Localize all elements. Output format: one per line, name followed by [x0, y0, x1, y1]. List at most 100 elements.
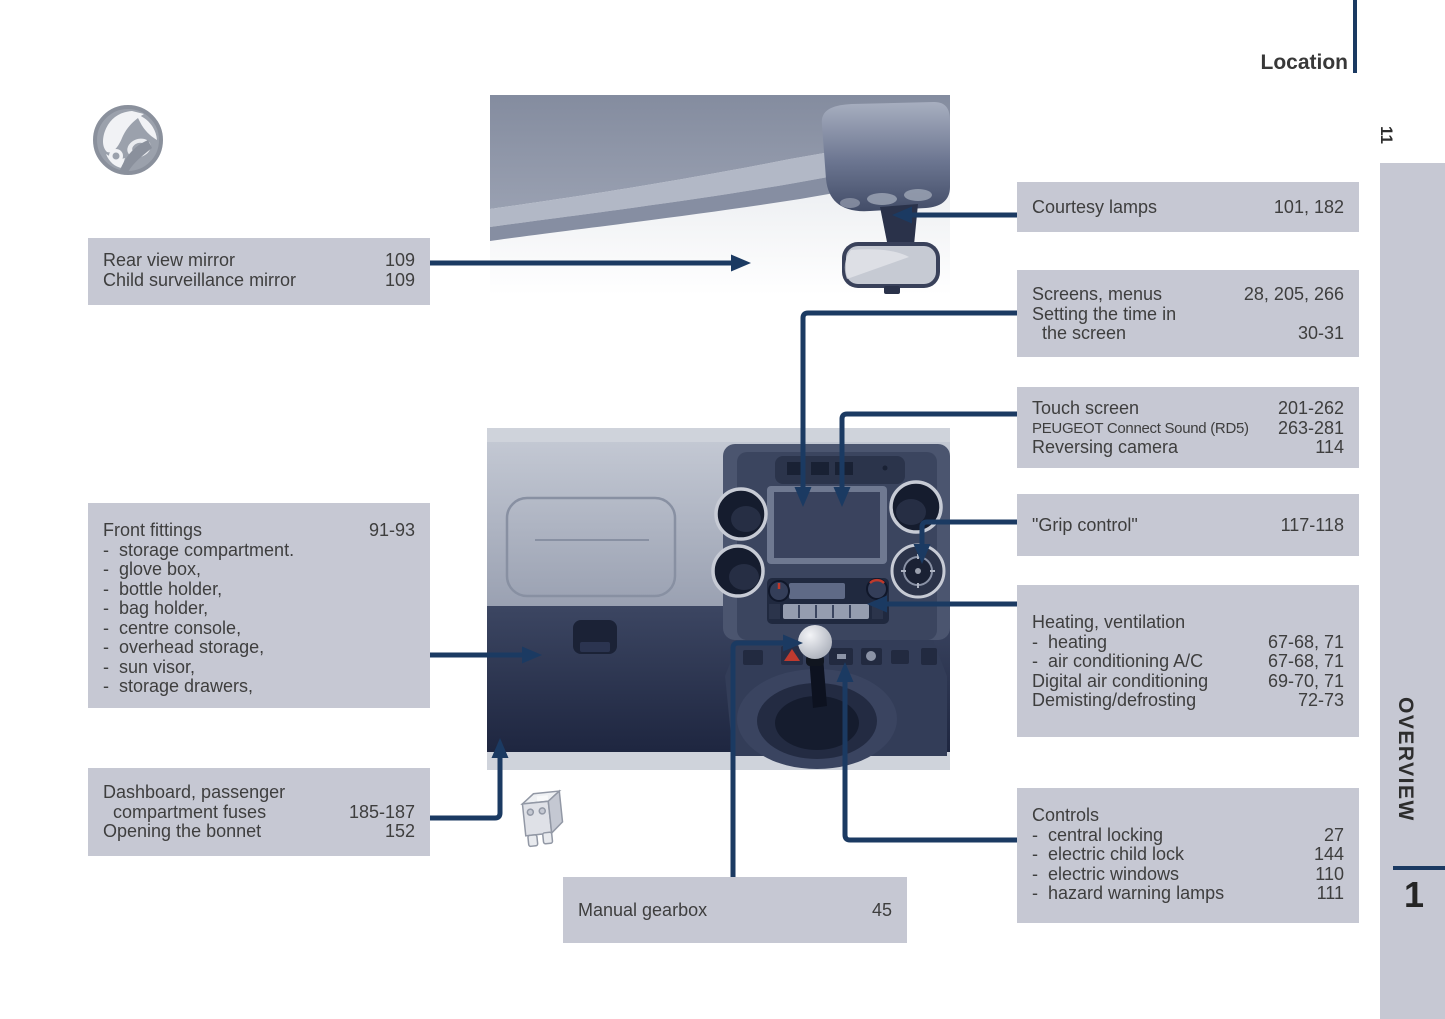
callout-label: PEUGEOT Connect Sound (RD5)	[1032, 419, 1249, 437]
callout-label: - storage drawers,	[103, 676, 254, 696]
callout-label: "Grip control"	[1032, 515, 1138, 535]
callout-page-ref: 144	[1313, 844, 1344, 864]
callout-row: - central locking 27	[1032, 824, 1344, 846]
callout-heating-ventilation: Heating, ventilation- heating 67-68, 71- …	[1017, 585, 1359, 737]
callout-label: - sun visor,	[103, 656, 196, 677]
callout-front-fittings: Front fittings 91-93 - storage compartment…	[88, 503, 430, 708]
callout-label: Rear view mirror	[103, 250, 236, 270]
callout-label: - overhead storage,	[103, 637, 265, 657]
callout-row: Touch screen 201-262	[1032, 398, 1344, 419]
callout-row: - glove box,	[103, 559, 415, 580]
callout-row: Opening the bonnet 152	[103, 821, 415, 842]
callout-label: Reversing camera	[1032, 437, 1179, 457]
callout-label: - heating	[1032, 631, 1108, 652]
callout-label: Screens, menus	[1032, 284, 1163, 304]
callout-page-ref: 201-262	[1277, 398, 1344, 418]
page-number: 11	[1377, 126, 1396, 144]
callout-page-ref: 114	[1315, 437, 1344, 457]
callout-label: - storage compartment.	[103, 539, 295, 560]
callout-row: - bag holder,	[103, 598, 415, 619]
callout-label: Dashboard, passenger	[103, 782, 286, 802]
callout-manual-gearbox: Manual gearbox 45	[563, 877, 907, 943]
fuse-icon	[520, 789, 564, 848]
callout-row: Screens, menus 28, 205, 266	[1032, 284, 1344, 305]
callout-page-ref: 67-68, 71	[1267, 651, 1344, 671]
callout-page-ref: 185-187	[348, 801, 415, 822]
section-sidebar	[1380, 163, 1445, 1019]
callout-row: Dashboard, passenger	[103, 782, 415, 803]
callout-row: Digital air conditioning 69-70, 71	[1032, 670, 1344, 692]
callout-row: compartment fuses 185-187	[103, 801, 415, 823]
callout-page-ref: 28, 205, 266	[1243, 284, 1344, 304]
callout-grip-control: "Grip control" 117-118	[1017, 494, 1359, 556]
callout-label: - electric child lock	[1032, 844, 1185, 864]
callout-row: - heating 67-68, 71	[1032, 631, 1344, 653]
callout-page-ref: 109	[384, 250, 415, 270]
callout-page-ref: 101, 182	[1273, 197, 1344, 217]
callout-row: - electric child lock 144	[1032, 844, 1344, 865]
callout-row: - storage drawers,	[103, 676, 415, 697]
callout-page-ref: 152	[384, 821, 415, 841]
callout-label: Front fittings	[103, 520, 203, 540]
callout-label: Demisting/defrosting	[1032, 690, 1197, 710]
callout-row: PEUGEOT Connect Sound (RD5) 263-281	[1032, 417, 1344, 439]
callout-row: - sun visor,	[103, 656, 415, 678]
courtesy-lamp-unit	[821, 102, 950, 212]
callout-row: Heating, ventilation	[1032, 612, 1344, 633]
grip-control-dial	[890, 543, 946, 599]
callout-label: - glove box,	[103, 559, 202, 579]
child-seat-pictogram-icon	[93, 105, 163, 175]
callout-page-ref: 109	[384, 270, 415, 290]
callout-label: - centre console,	[103, 617, 242, 638]
callout-label: - hazard warning lamps	[1032, 883, 1225, 903]
callout-page-ref: 67-68, 71	[1267, 631, 1344, 652]
callout-row: "Grip control" 117-118	[1032, 515, 1344, 535]
callout-label: Digital air conditioning	[1032, 670, 1209, 691]
callout-row: Controls	[1032, 805, 1344, 826]
callout-page-ref: 117-118	[1280, 515, 1344, 535]
callout-page-ref: 263-281	[1277, 417, 1344, 438]
callout-dashboard-fuses: Dashboard, passenger compartment fuses 18…	[88, 768, 430, 856]
callout-page-ref: 69-70, 71	[1267, 670, 1344, 691]
touch-screen	[767, 486, 887, 564]
callout-label: compartment fuses	[103, 801, 267, 822]
callout-page-ref: 27	[1323, 824, 1344, 845]
callout-page-ref: 30-31	[1297, 323, 1344, 343]
photo-dashboard-console	[487, 428, 950, 770]
callout-label: Setting the time in	[1032, 303, 1177, 324]
callout-label: Opening the bonnet	[103, 821, 262, 841]
callout-row: the screen 30-31	[1032, 323, 1344, 344]
callout-label: - electric windows	[1032, 863, 1180, 884]
callout-page-ref: 91-93	[368, 520, 415, 540]
callout-label: Controls	[1032, 805, 1100, 825]
callout-row: Front fittings 91-93	[103, 520, 415, 541]
chapter-number: 1	[1403, 874, 1425, 915]
callout-row: Reversing camera 114	[1032, 437, 1344, 458]
callout-label: Child surveillance mirror	[103, 270, 297, 290]
callout-row: - centre console,	[103, 617, 415, 639]
glove-box	[505, 496, 677, 598]
callout-row: - overhead storage,	[103, 637, 415, 658]
heating-control-panel	[767, 578, 889, 624]
callout-row: - bottle holder,	[103, 579, 415, 600]
callout-row: Manual gearbox 45	[578, 900, 892, 920]
callout-row: Setting the time in	[1032, 303, 1344, 325]
page-title: Location	[1260, 51, 1349, 74]
callout-label: - central locking	[1032, 824, 1164, 845]
callout-label: Heating, ventilation	[1032, 612, 1186, 632]
callout-label: - bag holder,	[103, 598, 209, 618]
section-label: OVERVIEW	[1394, 697, 1417, 822]
callout-label: the screen	[1032, 323, 1127, 343]
callout-page-ref: 45	[871, 900, 892, 920]
callout-label: Manual gearbox	[578, 900, 708, 920]
callout-label: Touch screen	[1032, 398, 1140, 418]
callout-row: - storage compartment.	[103, 539, 415, 561]
